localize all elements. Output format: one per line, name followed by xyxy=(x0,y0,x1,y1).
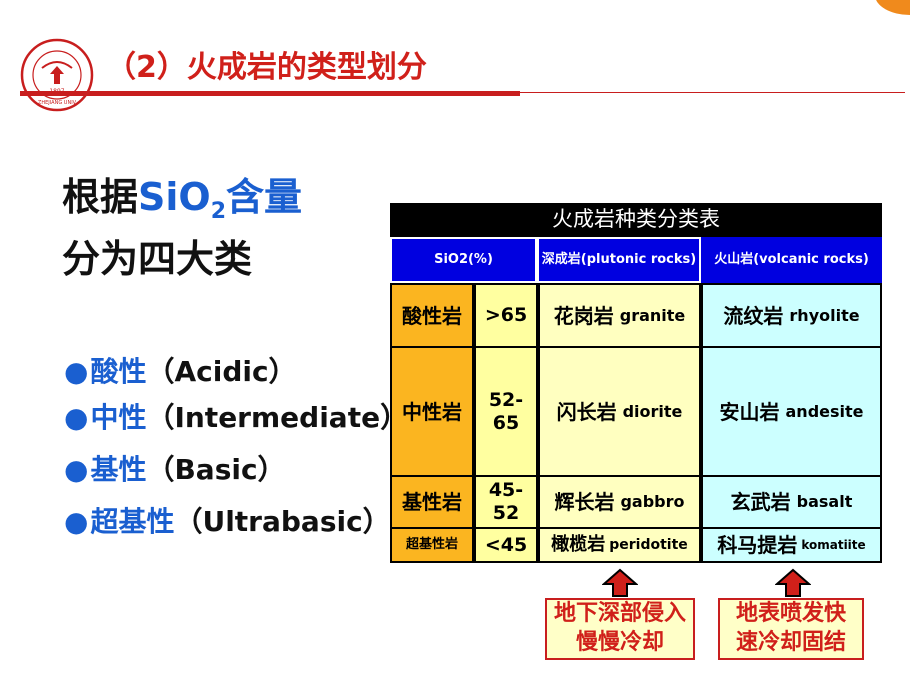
row-acidic-sio2: >65 xyxy=(474,283,538,348)
table-caption: 火成岩种类分类表 xyxy=(390,203,882,237)
note-line: 速冷却固结 xyxy=(735,630,846,655)
bullet-zh: 基性 xyxy=(90,453,147,486)
bullet-intermediate: ●中性（Intermediate） xyxy=(64,401,409,434)
row-intermediate-type: 中性岩 xyxy=(390,346,474,477)
bullet-en: （Ultrabasic） xyxy=(174,505,391,538)
row-acidic-type: 酸性岩 xyxy=(390,283,474,348)
sio2-range-start: 45- xyxy=(488,479,524,502)
heading-sio2: SiO2含量 xyxy=(138,175,303,224)
volcanic-note: 地表喷发快速冷却固结 xyxy=(718,598,864,660)
rock-zh: 花岗岩 xyxy=(553,303,614,328)
rock-en: komatiite xyxy=(801,537,866,552)
rock-zh: 安山岩 xyxy=(719,399,780,424)
up-arrow-icon xyxy=(775,568,811,597)
heading-sio: SiO xyxy=(138,175,211,219)
note-line: 慢慢冷却 xyxy=(575,630,664,655)
row-basic-type: 基性岩 xyxy=(390,475,474,529)
rock-zh: 流纹岩 xyxy=(723,303,784,328)
sio2-range-end: 52 xyxy=(492,502,520,524)
heading-subscript: 2 xyxy=(210,199,227,224)
rock-en: peridotite xyxy=(609,536,688,553)
svg-text:ZHEJIANG UNIV: ZHEJIANG UNIV xyxy=(38,100,77,106)
bullet-zh: 中性 xyxy=(90,401,147,434)
rock-en: gabbro xyxy=(620,492,685,512)
bullet-acidic: ●酸性（Acidic） xyxy=(64,355,297,388)
row-intermediate-sio2: 52-65 xyxy=(474,346,538,477)
bullet-en: （Basic） xyxy=(146,453,286,486)
rock-en: andesite xyxy=(785,401,864,421)
rock-zh: 辉长岩 xyxy=(554,490,615,514)
note-line: 地表喷发快 xyxy=(735,601,846,627)
row-ultrabasic-sio2: <45 xyxy=(474,527,538,563)
corner-decoration xyxy=(875,0,910,15)
bullet-zh: 超基性 xyxy=(90,505,175,538)
title-underline-thick xyxy=(20,91,520,96)
page-title: （2）火成岩的类型划分 xyxy=(106,50,427,85)
heading-suffix: 含量 xyxy=(226,175,303,219)
row-basic-sio2: 45-52 xyxy=(474,475,538,529)
rock-en: granite xyxy=(619,305,686,325)
bullet-zh: 酸性 xyxy=(90,355,147,388)
plutonic-note: 地下深部侵入慢慢冷却 xyxy=(545,598,695,660)
header-sio2: SiO2(%) xyxy=(390,237,537,283)
rock-zh: 闪长岩 xyxy=(556,399,617,424)
rock-en: diorite xyxy=(622,401,683,421)
bullet-en: （Acidic） xyxy=(146,355,297,388)
rock-zh: 科马提岩 xyxy=(717,533,798,557)
rock-zh: 橄榄岩 xyxy=(551,534,606,556)
row-ultrabasic-type: 超基性岩 xyxy=(390,527,474,563)
bullet-en: （Intermediate） xyxy=(146,401,409,434)
up-arrow-icon xyxy=(602,568,638,597)
bullet-ultrabasic: ●超基性（Ultrabasic） xyxy=(64,505,391,538)
heading-line-2: 分为四大类 xyxy=(62,237,253,281)
sio2-range-start: 52- xyxy=(488,388,524,411)
note-line: 地下深部侵入 xyxy=(553,601,686,627)
rock-en: rhyolite xyxy=(789,305,860,325)
header-volcanic: 火山岩(volcanic rocks) xyxy=(701,237,882,283)
rock-zh: 玄武岩 xyxy=(730,490,791,514)
rock-en: basalt xyxy=(796,492,853,512)
bullet-basic: ●基性（Basic） xyxy=(64,453,286,486)
heading-prefix: 根据 xyxy=(62,175,139,219)
heading-line-1: 根据SiO2含量 xyxy=(62,166,302,224)
zhejiang-university-logo: 1897 ZHEJIANG UNIV xyxy=(20,38,94,112)
title-underline-thin xyxy=(520,92,905,93)
header-plutonic: 深成岩(plutonic rocks) xyxy=(537,237,701,283)
sio2-range-end: 65 xyxy=(492,411,520,434)
